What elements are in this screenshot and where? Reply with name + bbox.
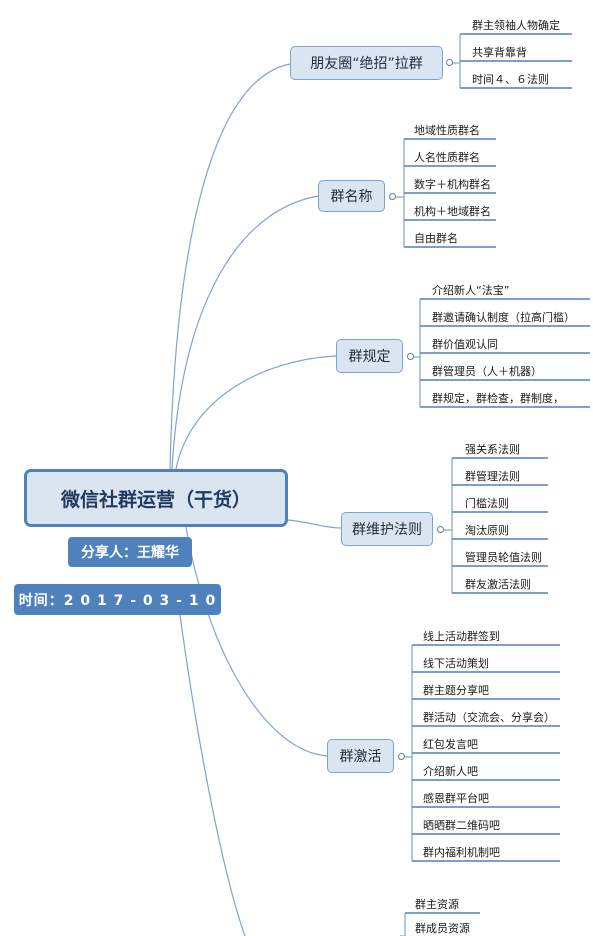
leaf-item: 强关系法则 (465, 443, 520, 456)
connector-line (171, 195, 319, 470)
leaf-item: 群成员资源 (415, 922, 470, 935)
branch-node-group-name[interactable]: 群名称 (318, 180, 385, 212)
leaf-item: 群管理员（人＋机器） (432, 365, 542, 378)
leaf-item: 群管理法则 (465, 470, 520, 483)
collapse-toggle-icon[interactable] (407, 353, 414, 360)
branch-node-activation[interactable]: 群激活 (327, 739, 394, 773)
leaf-item: 门槛法则 (465, 497, 509, 510)
leaf-item: 介绍新人吧 (423, 765, 478, 778)
leaf-item: 群主领袖人物确定 (472, 19, 560, 32)
connector-line (287, 519, 342, 529)
leaf-item: 群价值观认同 (432, 338, 498, 351)
leaf-item: 线下活动策划 (423, 657, 489, 670)
leaf-item: 自由群名 (414, 232, 458, 245)
leaf-item: 群主题分享吧 (423, 684, 489, 697)
date-badge: 时间：2 0 1 7 - 0 3 - 1 0 (14, 584, 221, 615)
leaf-item: 线上活动群签到 (423, 630, 500, 643)
leaf-item: 感恩群平台吧 (423, 792, 489, 805)
branch-node-maintenance-rules[interactable]: 群维护法则 (341, 512, 433, 546)
leaf-item: 时间４、６法则 (472, 73, 549, 86)
leaf-item: 红包发言吧 (423, 738, 478, 751)
collapse-toggle-icon[interactable] (398, 753, 405, 760)
collapse-toggle-icon[interactable] (446, 59, 453, 66)
branch-node-friend-circle[interactable]: 朋友圈“绝招”拉群 (290, 46, 443, 80)
leaf-item: 群规定，群检查，群制度， (432, 392, 564, 405)
leaf-item: 地域性质群名 (414, 124, 480, 137)
leaf-item: 管理员轮值法则 (465, 551, 542, 564)
leaf-item: 晒晒群二维码吧 (423, 819, 500, 832)
leaf-item: 群邀请确认制度（拉高门槛） (432, 311, 575, 324)
leaf-item: 机构＋地域群名 (414, 205, 491, 218)
leaf-item: 群活动（交流会、分享会） (423, 711, 555, 724)
connector-line (179, 614, 246, 936)
leaf-item: 淘汰原则 (465, 524, 509, 537)
root-node[interactable]: 微信社群运营（干货） (24, 469, 288, 527)
author-badge: 分享人：王耀华 (68, 537, 192, 567)
leaf-item: 介绍新人“法宝” (432, 284, 510, 297)
leaf-item: 人名性质群名 (414, 151, 480, 164)
collapse-toggle-icon[interactable] (437, 526, 444, 533)
connector-line (185, 526, 328, 757)
connector-line (175, 355, 337, 470)
leaf-item: 群内福利机制吧 (423, 846, 500, 859)
collapse-toggle-icon[interactable] (389, 193, 396, 200)
leaf-item: 群主资源 (415, 898, 459, 911)
leaf-item: 群友激活法则 (465, 578, 531, 591)
branch-node-group-rules[interactable]: 群规定 (336, 339, 403, 373)
leaf-item: 数字＋机构群名 (414, 178, 491, 191)
connector-line (169, 63, 291, 470)
leaf-item: 共享背靠背 (472, 46, 527, 59)
